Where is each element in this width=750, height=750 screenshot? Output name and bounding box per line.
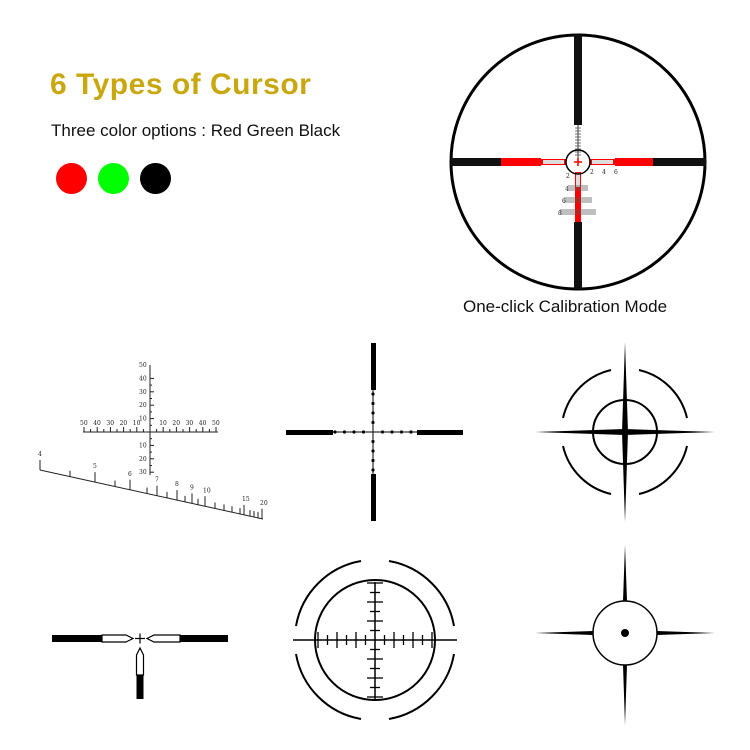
ruler-h-label: 30 (186, 420, 194, 427)
ruler-h-label: 50 (212, 420, 220, 427)
range-label: 15 (242, 496, 250, 503)
mil-dot (380, 430, 385, 434)
cursor-circle-arc-reticle (535, 342, 715, 522)
range-label: 6 (128, 471, 132, 478)
range-label: 5 (93, 463, 97, 470)
cursor-ruler-reticle (39, 365, 264, 520)
mil-dot (390, 430, 394, 434)
calib-label: 8 (558, 210, 562, 217)
calib-label: 4 (565, 186, 569, 193)
color-swatch-green (98, 163, 129, 194)
color-options-text: Three color options : Red Green Black (51, 121, 341, 140)
page-title: 6 Types of Cursor (50, 68, 312, 101)
mil-dot (352, 430, 356, 434)
ruler-v-label: 50 (139, 362, 147, 369)
range-label: 4 (38, 451, 42, 458)
calib-label: 6 (614, 169, 618, 176)
mil-dot (399, 430, 404, 434)
ruler-h-label: 10 (133, 420, 141, 427)
calib-label: 2 (590, 169, 594, 176)
calibration-reticle: 2 2 4 6 4 6 8 (449, 33, 707, 291)
cursor-duplex-dot-reticle (286, 343, 463, 521)
mil-dot (371, 420, 375, 425)
mil-dot (371, 449, 375, 453)
color-swatch-black (140, 163, 171, 194)
ruler-v-label: 30 (139, 389, 147, 396)
mil-dot (333, 430, 337, 434)
mil-dot (371, 401, 375, 406)
calib-label: 4 (602, 169, 606, 176)
mil-dot (409, 430, 413, 434)
calib-label: 6 (562, 198, 566, 205)
mil-dot (371, 411, 375, 415)
ruler-v-label: 40 (139, 375, 147, 382)
ruler-v-label: 20 (139, 402, 147, 409)
ruler-v-label: 10 (139, 416, 147, 423)
calibration-caption: One-click Calibration Mode (463, 297, 668, 316)
cursor-center-dot-reticle (535, 545, 715, 725)
cursor-arrow-post-reticle (52, 633, 228, 699)
calib-label: 2 (566, 173, 570, 180)
ruler-v-label: 20 (139, 456, 147, 463)
ruler-h-label: 10 (159, 420, 167, 427)
range-label: 9 (190, 484, 194, 491)
mil-dot (342, 430, 347, 434)
mil-dot (371, 458, 375, 463)
mil-dot (371, 468, 375, 472)
range-label: 7 (155, 477, 159, 484)
range-label: 10 (203, 487, 211, 494)
ruler-h-label: 20 (120, 420, 128, 427)
ruler-h-label: 40 (199, 420, 207, 427)
range-label: 8 (175, 481, 179, 488)
mil-dot (371, 439, 375, 444)
ruler-h-label: 40 (93, 420, 101, 427)
ruler-h-label: 20 (172, 420, 180, 427)
mil-dot (361, 430, 366, 434)
ruler-h-label: 30 (106, 420, 114, 427)
color-swatch-red (56, 163, 87, 194)
ruler-v-label: 30 (139, 469, 147, 476)
cursor-mil-circle-reticle (293, 560, 457, 720)
range-label: 20 (260, 500, 268, 507)
mil-dot (371, 392, 375, 396)
ruler-v-label: 10 (139, 442, 147, 449)
ruler-h-label: 50 (80, 420, 88, 427)
